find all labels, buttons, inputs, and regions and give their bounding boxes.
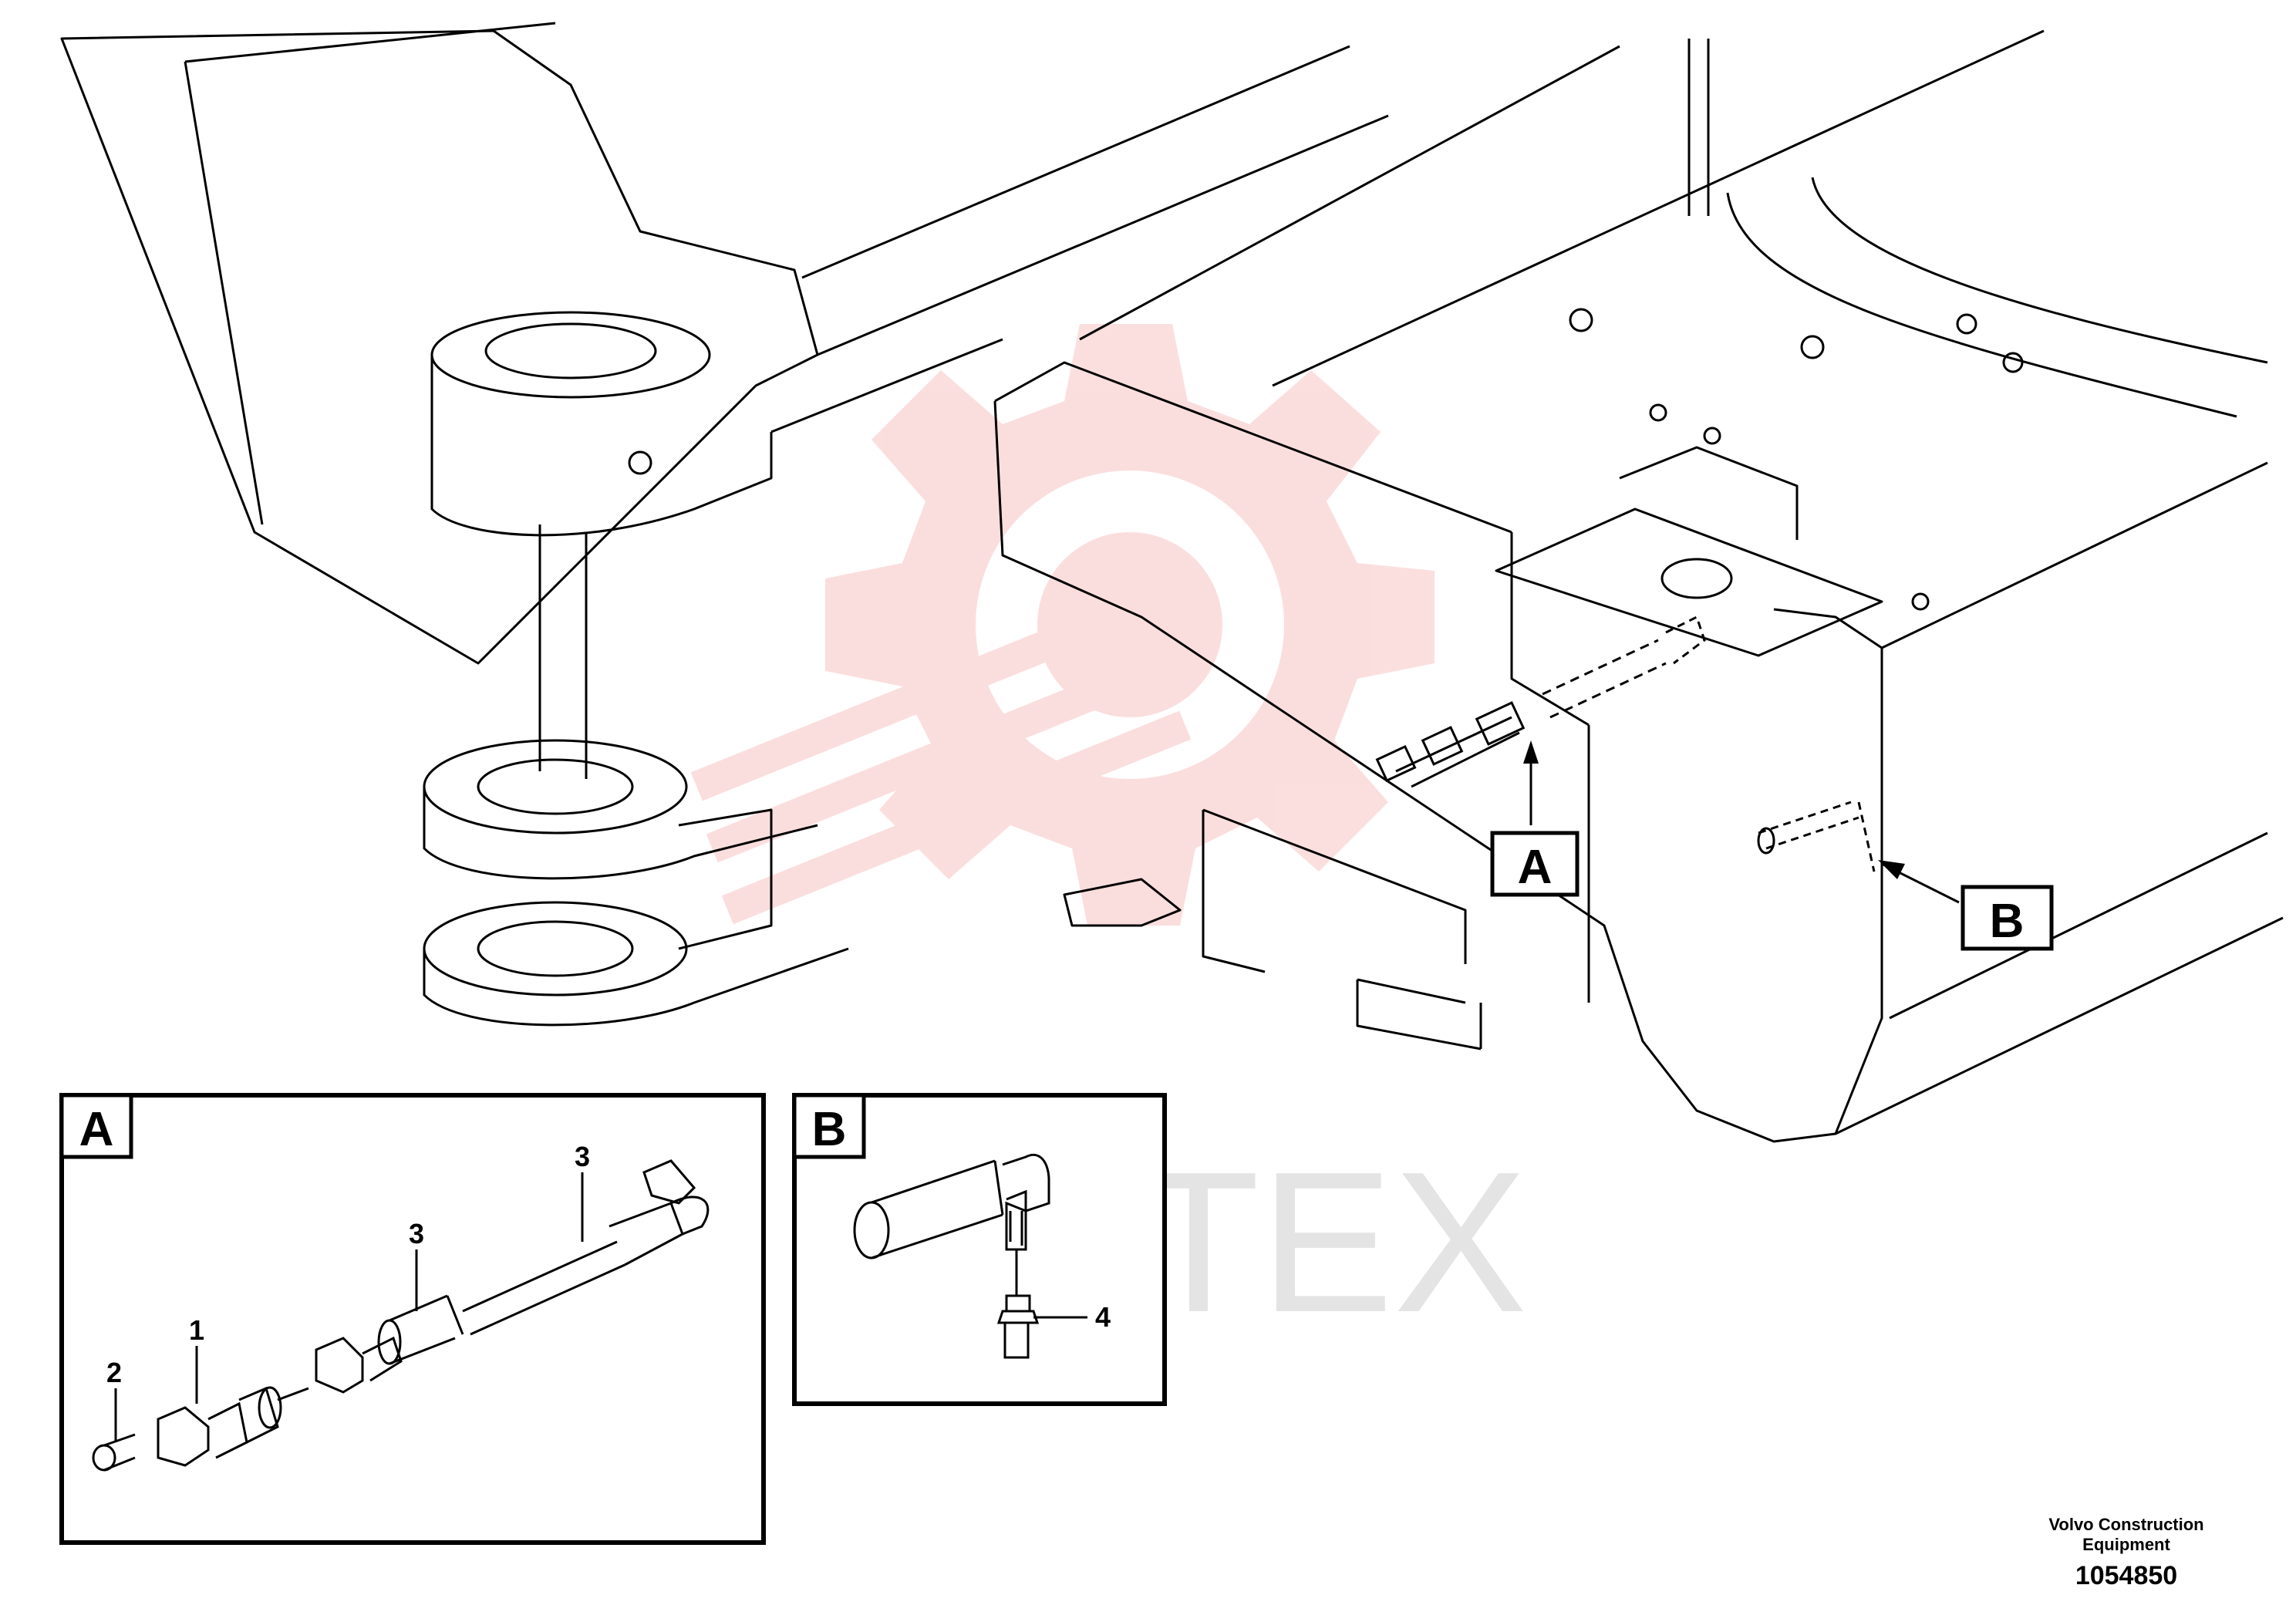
main-hose-fittings bbox=[1375, 615, 1876, 872]
callout-A-label: A bbox=[1518, 841, 1553, 894]
callout-A-leader bbox=[1523, 740, 1539, 825]
document-number: 1054850 bbox=[2075, 1561, 2178, 1590]
detail-B-panel: B 4 bbox=[792, 1093, 1167, 1406]
part-label-2: 2 bbox=[106, 1357, 122, 1388]
callout-B-box: B bbox=[1961, 885, 2054, 951]
main-assembly-drawing bbox=[60, 22, 2284, 1143]
brand-line-2: Equipment bbox=[2082, 1535, 2170, 1554]
watermark-gear-icon bbox=[690, 324, 1435, 926]
detail-A-leaders bbox=[114, 1172, 584, 1442]
callout-B-leader bbox=[1878, 860, 1960, 904]
brand-line-1: Volvo Construction bbox=[2048, 1515, 2204, 1534]
footer-brand: Volvo Construction Equipment 1054850 bbox=[2003, 1515, 2250, 1591]
part-label-3a: 3 bbox=[409, 1218, 424, 1249]
part-label-1: 1 bbox=[189, 1314, 204, 1346]
detail-A-title: A bbox=[79, 1103, 114, 1156]
detail-B-drawing bbox=[853, 1153, 1050, 1359]
part-label-3b: 3 bbox=[575, 1141, 590, 1172]
part-label-4: 4 bbox=[1095, 1301, 1111, 1333]
callout-A-box: A bbox=[1490, 831, 1580, 897]
detail-B-title: B bbox=[812, 1103, 847, 1156]
callout-B-label: B bbox=[1990, 895, 2025, 948]
detail-A-drawing bbox=[92, 1159, 710, 1472]
detail-A-panel: A 2 bbox=[59, 1093, 766, 1545]
